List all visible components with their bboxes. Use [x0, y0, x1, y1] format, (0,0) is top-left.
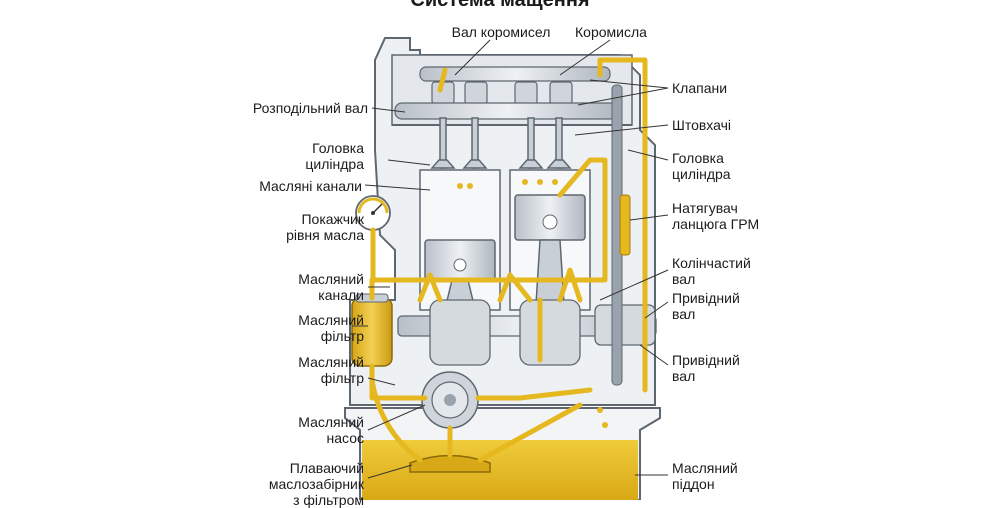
crankshaft [397, 299, 657, 366]
pistons [424, 194, 586, 281]
label-camshaft: Розподільний вал [252, 100, 368, 116]
label-oil-pump: Масляний насос [298, 414, 364, 446]
label-oil-channels-top: Масляні канали [259, 178, 362, 194]
label-oil-pan: Масляний піддон [672, 460, 738, 492]
label-crankshaft: Колінчастий вал [672, 255, 751, 287]
timing-chain [611, 84, 631, 386]
oil-pump [421, 371, 479, 429]
rocker-shaft [419, 66, 611, 82]
label-cylinder-head-left: Головка циліндра [305, 140, 364, 172]
camshaft [394, 102, 621, 120]
leader-lines [352, 39, 669, 479]
label-pushrods: Штовхачі [672, 117, 732, 133]
label-valves: Клапани [672, 80, 728, 96]
valves [430, 117, 572, 169]
label-oil-filter-1: Масляний фільтр [298, 312, 364, 344]
label-cylinder-head-right: Головка циліндра [672, 150, 731, 182]
label-rocker-shaft: Вал коромисел [451, 24, 551, 40]
oil-drops [457, 179, 608, 428]
label-oil-filter-2: Масляний фільтр [298, 354, 364, 386]
oil-pan [344, 407, 661, 500]
label-oil-gauge: Покажчик рівня масла [286, 211, 364, 243]
label-oil-channel-left: Масляний канали [298, 271, 364, 303]
label-drive-shaft-2: Привідний вал [672, 352, 740, 384]
label-drive-shaft-1: Привідний вал [672, 290, 740, 322]
oil-pool [362, 440, 638, 500]
label-rockers: Коромисла [575, 24, 647, 40]
diagram-title: Система мащення [410, 0, 590, 11]
engine-block [349, 37, 656, 406]
oil-lines [369, 57, 648, 463]
label-oil-pickup: Плаваючий маслозабірник з фільтром [268, 460, 364, 508]
label-chain-tensioner: Натягувач ланцюга ГРМ [672, 200, 760, 232]
